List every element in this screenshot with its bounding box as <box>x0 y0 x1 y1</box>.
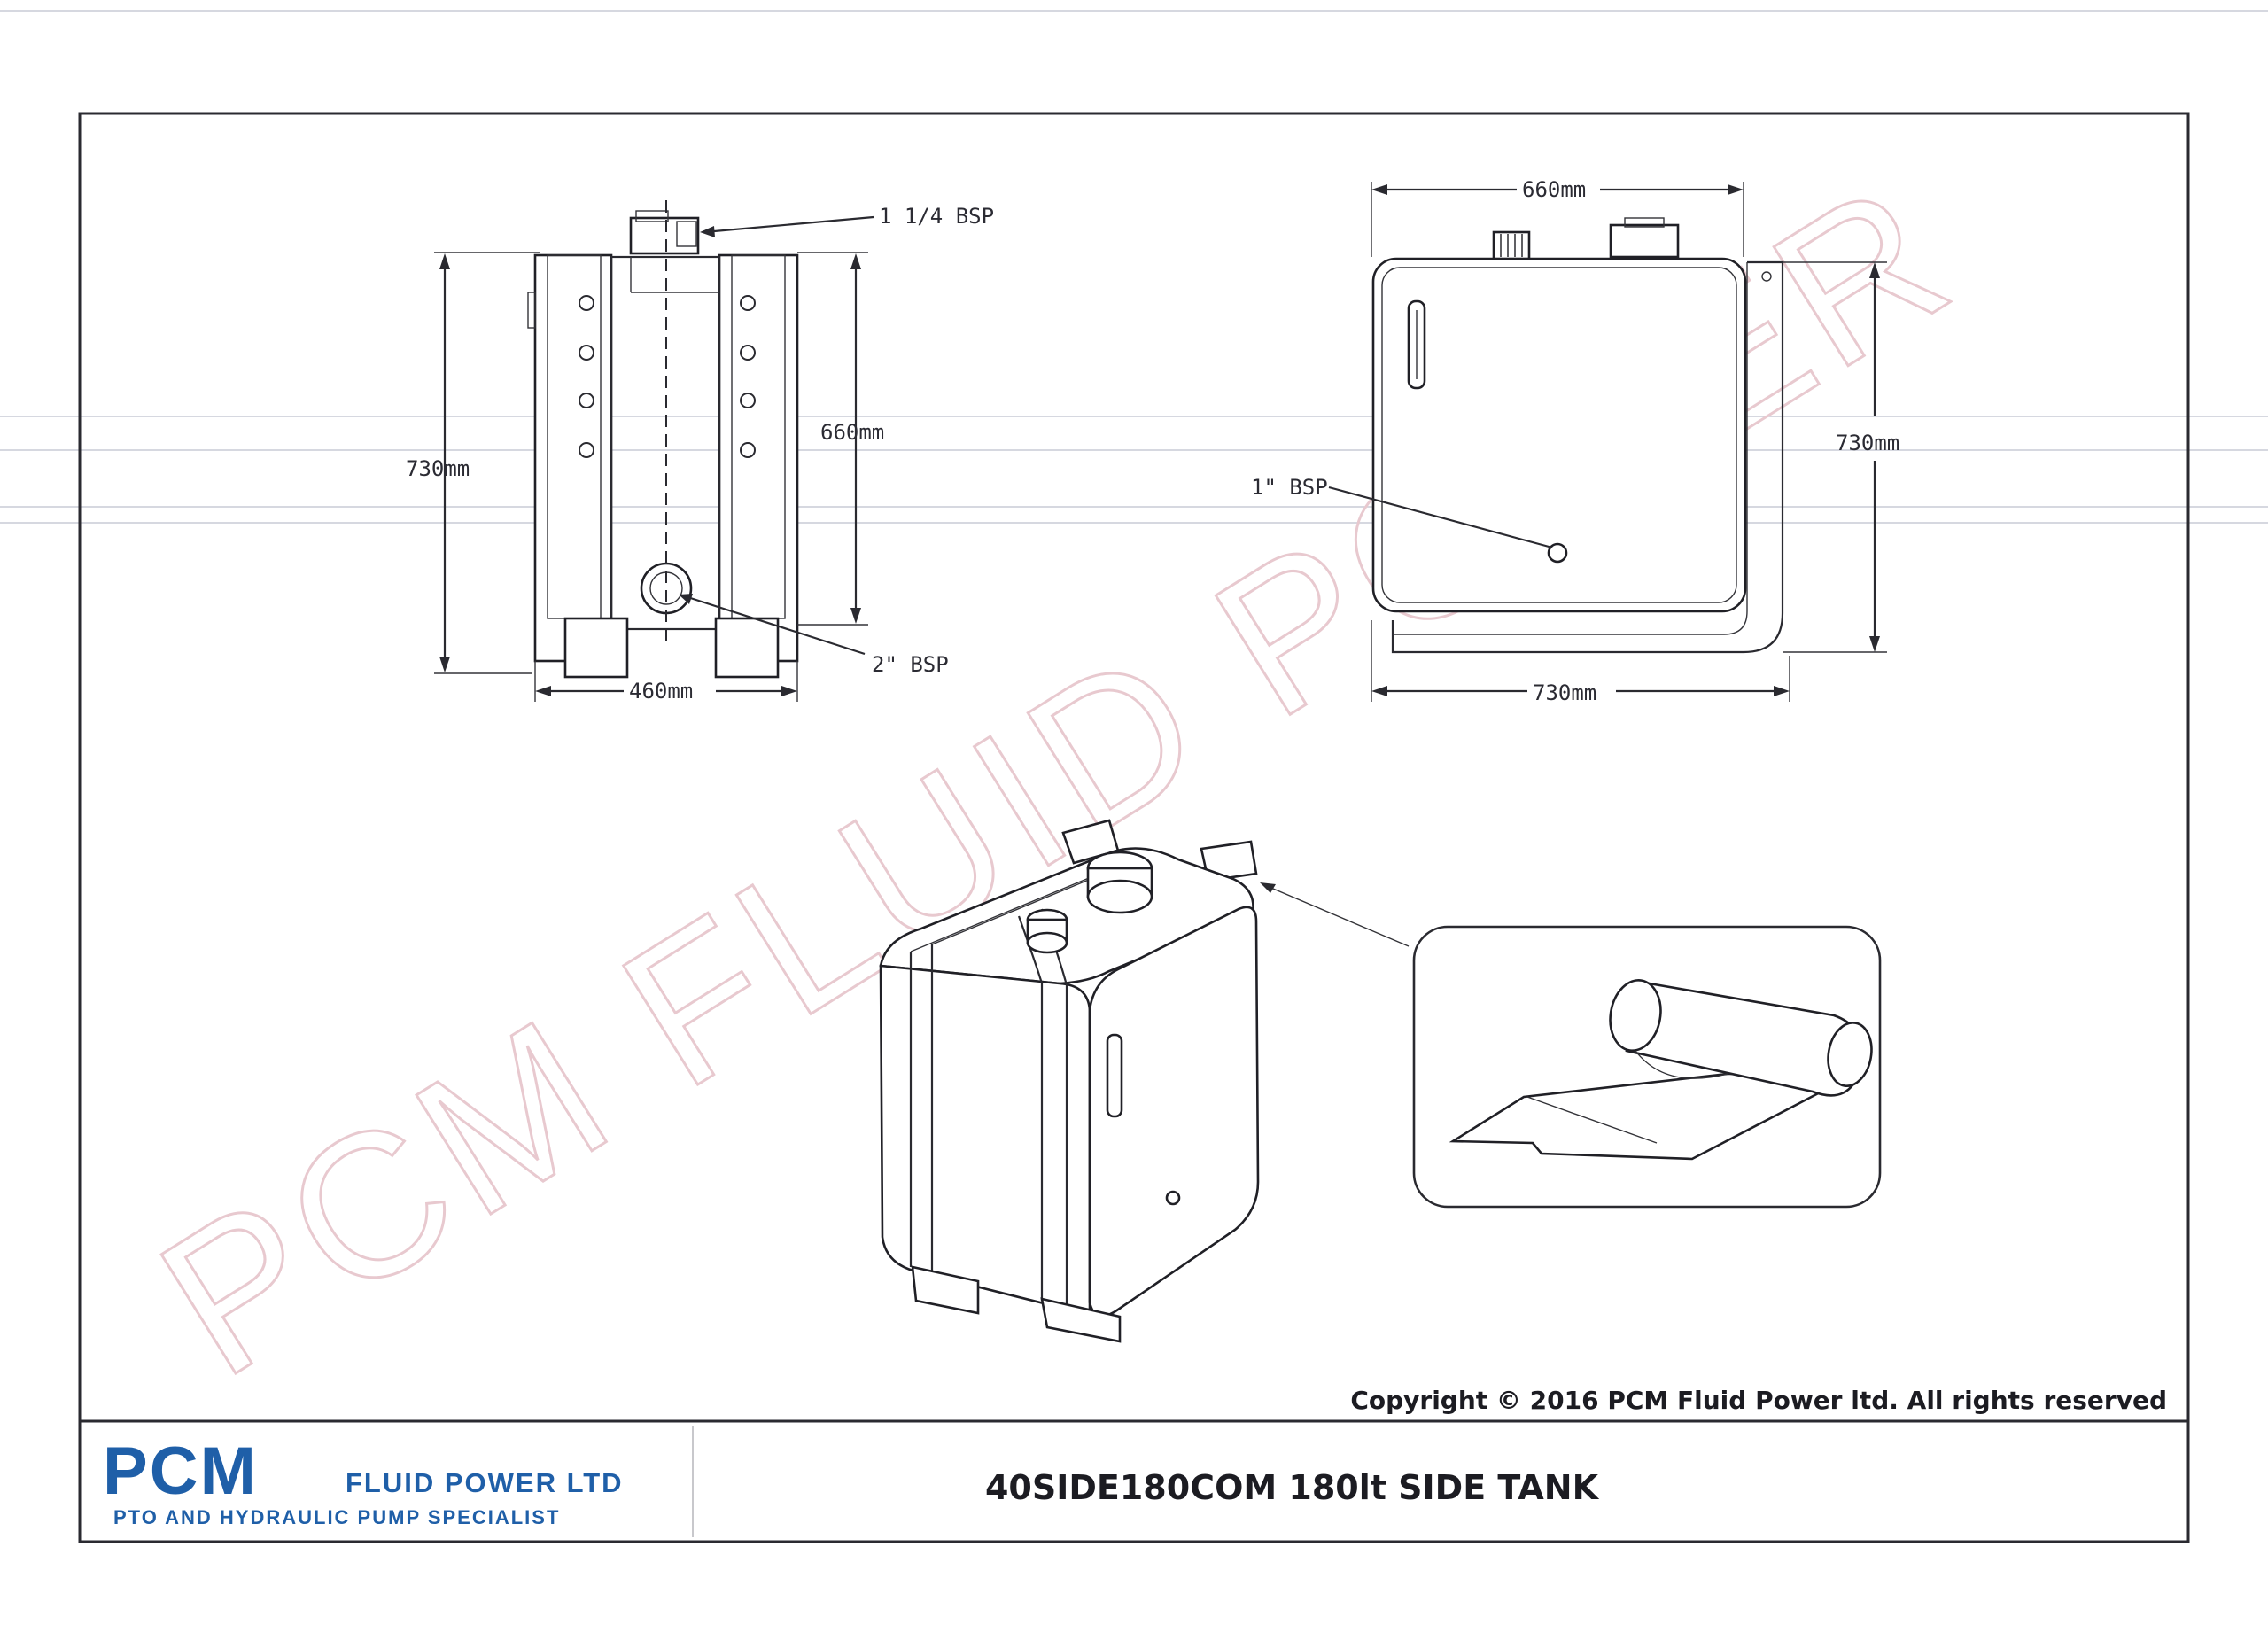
logo-tagline: PTO AND HYDRAULIC PUMP SPECIALIST <box>113 1506 560 1528</box>
front-bottom-width-label: 730mm <box>1533 680 1596 705</box>
side-bottom-port-label: 2" BSP <box>872 652 949 677</box>
side-top-port-label: 1 1/4 BSP <box>879 204 994 229</box>
drawing-title: 40SIDE180COM 180lt SIDE TANK <box>985 1468 1600 1507</box>
company-logo: PCM FLUID POWER LTD PTO AND HYDRAULIC PU… <box>103 1434 624 1528</box>
isometric-view <box>879 819 1410 1343</box>
side-body-height-label: 660mm <box>820 420 884 445</box>
drawing-border <box>78 112 2190 1543</box>
logo-brand: PCM <box>103 1434 258 1509</box>
front-view: 660mm 730mm 1" BSP 730mm <box>1251 177 1899 705</box>
copyright-notice: Copyright © 2016 PCM Fluid Power ltd. Al… <box>1350 1386 2167 1415</box>
side-overall-height-label: 730mm <box>406 456 470 481</box>
front-port-label: 1" BSP <box>1251 475 1328 500</box>
detail-inset <box>1412 925 1882 1209</box>
scan-lines <box>0 10 2268 524</box>
front-height-label: 730mm <box>1836 431 1899 455</box>
front-top-width-label: 660mm <box>1522 177 1586 202</box>
side-view: 1 1/4 BSP 730mm 660mm 460mm 2" BSP <box>406 200 994 704</box>
side-width-label: 460mm <box>629 679 693 704</box>
logo-company: FLUID POWER LTD <box>346 1467 624 1498</box>
